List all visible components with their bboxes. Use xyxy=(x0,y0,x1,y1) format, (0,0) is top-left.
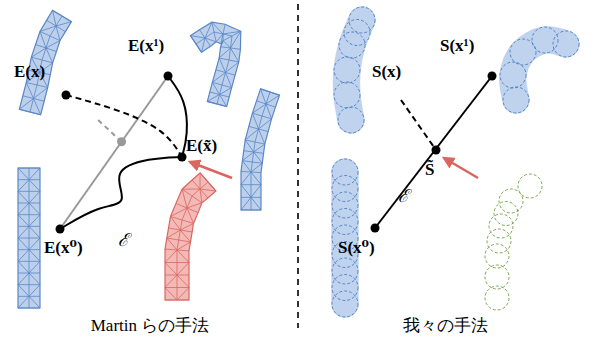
method-caption: 我々の手法 xyxy=(403,316,488,336)
sphere xyxy=(334,57,360,83)
point-label: S(x) xyxy=(372,62,401,82)
point xyxy=(371,224,380,233)
sphere xyxy=(332,209,358,235)
point-label: E(x) xyxy=(14,62,45,82)
sphere xyxy=(332,192,358,218)
sphere xyxy=(485,265,509,289)
point-label: E(x⁰) xyxy=(44,238,83,258)
sphere xyxy=(332,291,358,317)
sphere xyxy=(487,229,511,253)
sphere xyxy=(338,107,364,133)
mesh-shape xyxy=(241,89,279,210)
sphere-band xyxy=(513,40,566,100)
point-label: S̃ xyxy=(425,160,434,180)
sphere xyxy=(485,244,509,268)
sphere-set xyxy=(500,27,579,113)
point xyxy=(164,72,173,81)
mesh-outline xyxy=(165,173,216,300)
sphere xyxy=(334,82,360,108)
sphere-set-green xyxy=(485,174,542,310)
mesh-shape-red xyxy=(165,173,216,300)
mesh-group xyxy=(18,10,279,308)
mesh-edges xyxy=(241,89,279,210)
method-caption: Martin らの手法 xyxy=(91,316,210,336)
sphere xyxy=(503,87,529,113)
point xyxy=(178,153,187,162)
point xyxy=(488,72,497,81)
manifold-curve xyxy=(60,157,182,229)
point-label: S(x⁰) xyxy=(338,238,375,258)
mesh-edges xyxy=(18,168,40,308)
sphere xyxy=(499,189,523,213)
mesh-outline xyxy=(190,22,240,106)
point-label: ℰ xyxy=(398,186,409,208)
projection-line xyxy=(401,100,436,150)
input-arrow xyxy=(444,158,478,178)
divider xyxy=(297,4,299,328)
point xyxy=(117,137,126,146)
mesh-shape xyxy=(190,22,240,106)
sphere xyxy=(494,202,518,226)
sphere-group xyxy=(332,7,579,317)
sphere xyxy=(500,62,526,88)
mesh-edges xyxy=(165,173,216,300)
projection-curve xyxy=(66,95,182,157)
mesh-outline xyxy=(18,168,40,308)
manifold-curve xyxy=(168,76,187,157)
point-label: E(x̃) xyxy=(186,136,217,156)
point-label: E(x¹) xyxy=(128,36,164,56)
sphere xyxy=(339,32,365,58)
sphere xyxy=(553,31,579,57)
point xyxy=(56,225,65,234)
sphere xyxy=(332,176,358,202)
point xyxy=(62,91,71,100)
point-label: ℰ xyxy=(118,230,129,252)
point-label: S(x¹) xyxy=(440,36,474,56)
interpolation-line xyxy=(375,76,492,228)
sphere xyxy=(485,286,509,310)
point xyxy=(432,146,441,155)
projection-line xyxy=(96,118,122,142)
curve-group xyxy=(56,72,497,234)
input-arrow xyxy=(190,162,232,178)
sphere xyxy=(518,174,542,198)
mesh-shape xyxy=(18,168,40,308)
sphere-set xyxy=(334,7,375,133)
sphere xyxy=(332,258,358,284)
sphere xyxy=(332,159,358,185)
interpolation-line xyxy=(60,76,168,229)
sphere xyxy=(332,275,358,301)
sphere xyxy=(489,214,513,238)
mesh-edges xyxy=(190,22,240,106)
mesh-outline xyxy=(241,89,279,210)
